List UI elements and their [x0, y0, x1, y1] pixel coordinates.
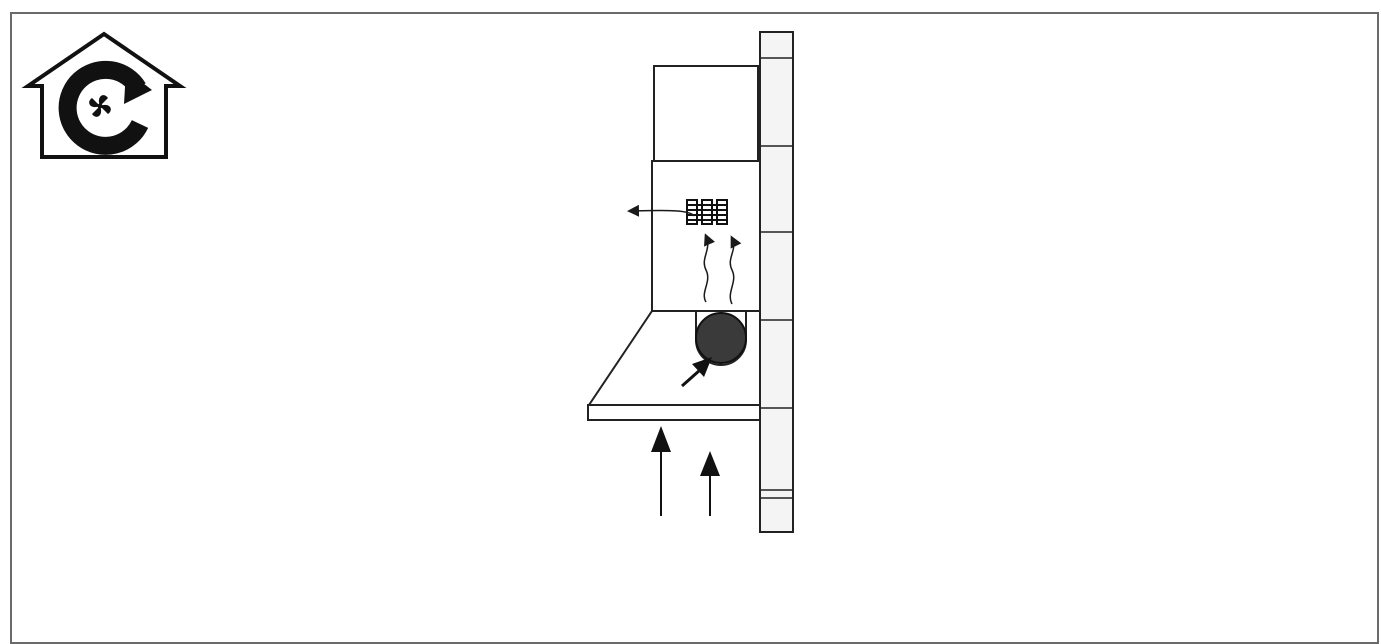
intake-air-arrow-left [651, 426, 671, 516]
intake-air-arrow-right [700, 451, 720, 516]
chimney-upper [653, 65, 759, 162]
fan-icon [88, 94, 112, 118]
recirculation-mode-icon [21, 31, 187, 159]
outlet-air-arrow [627, 204, 695, 217]
rising-air-arrow-left [703, 233, 716, 303]
charcoal-filter [695, 310, 747, 366]
air-outlet-grille [686, 199, 728, 225]
rising-air-arrow-right [729, 235, 742, 305]
filter-inlet-arrow [681, 357, 712, 388]
wall [759, 31, 794, 533]
